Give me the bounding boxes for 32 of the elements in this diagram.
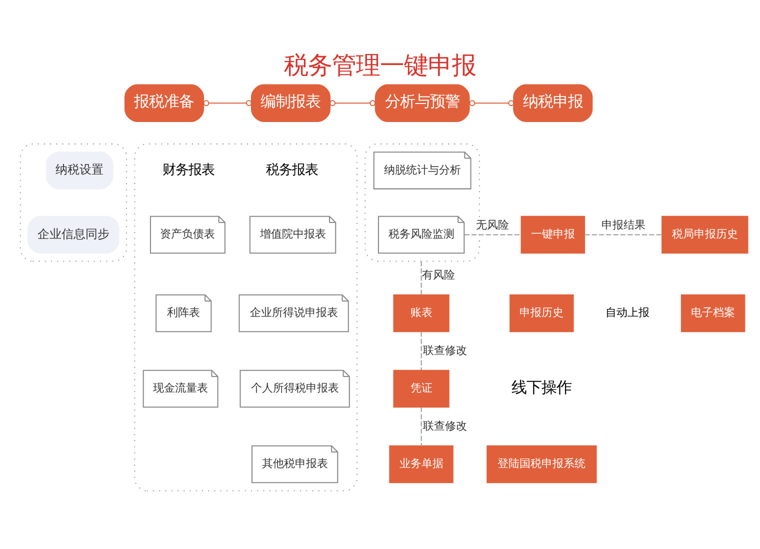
node-box: 报税准备 (124, 84, 204, 122)
node-box: 电子档案 (680, 294, 746, 332)
node-box: 纳税申报 (513, 84, 593, 122)
connector (203, 100, 252, 106)
connector (584, 234, 662, 236)
edge-label: 有风险 (422, 268, 456, 282)
node-box: 账表 (393, 294, 450, 332)
node-box: 分析与预警 (374, 84, 470, 122)
connector (420, 332, 422, 370)
edge-label: 申报结果 (601, 218, 646, 232)
connector (420, 407, 422, 446)
node-box: 业务单据 (389, 445, 454, 484)
node-box: 凭证 (393, 370, 450, 408)
connector (420, 261, 422, 295)
cluster (20, 143, 128, 262)
connector (464, 234, 521, 236)
connector (469, 100, 514, 106)
label: 自动上报 (605, 306, 650, 320)
label: 税务报表 (266, 162, 318, 178)
edge-label: 联查修改 (422, 419, 467, 432)
diagram-title: 税务管理一键申报 (284, 50, 476, 80)
edge-label: 无风险 (476, 218, 510, 232)
label: 财务报表 (162, 162, 215, 178)
label: 线下操作 (512, 378, 572, 396)
cluster (134, 143, 358, 492)
connector (330, 100, 376, 106)
node-box: 登陆国税申报系统 (486, 445, 597, 484)
node-box: 申报历史 (510, 294, 574, 332)
edge-label: 联查修改 (422, 344, 467, 357)
node-box: 编制报表 (250, 84, 331, 122)
node-box: 税局申报历史 (662, 216, 748, 254)
node-box: 一键申报 (520, 216, 586, 254)
